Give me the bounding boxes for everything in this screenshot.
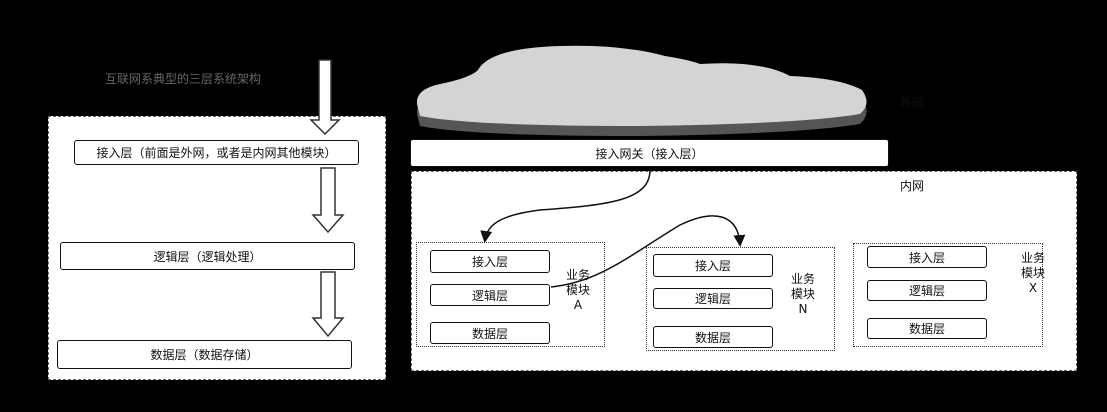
data-layer-box: 数据层（数据存储） xyxy=(57,340,352,369)
module-x-data-layer: 数据层 xyxy=(867,318,987,339)
module-n-label-line3: N xyxy=(798,302,808,316)
module-a-label-line1: 业务 xyxy=(565,268,590,282)
module-n-label-line2: 模块 xyxy=(790,287,815,301)
module-a-data-layer: 数据层 xyxy=(430,322,550,344)
module-x-access-layer: 接入层 xyxy=(867,246,987,268)
module-n-access-layer: 接入层 xyxy=(653,254,773,277)
module-n-data-layer: 数据层 xyxy=(653,326,773,348)
cloud-icon xyxy=(416,45,867,136)
module-a-access-layer: 接入层 xyxy=(430,250,550,273)
module-a-label-line3: A xyxy=(573,298,583,312)
intranet-label: 内网 xyxy=(900,179,925,193)
module-n-logic-layer: 逻辑层 xyxy=(653,288,773,309)
module-a-logic-layer: 逻辑层 xyxy=(430,284,550,306)
module-n-label: 业务 模块 N xyxy=(788,272,818,317)
module-x-label: 业务 模块 X xyxy=(1018,251,1048,296)
access-layer-box: 接入层（前面是外网，或者是内网其他模块） xyxy=(74,140,359,165)
module-a-label: 业务 模块 A xyxy=(563,268,593,313)
module-x-label-line1: 业务 xyxy=(1020,251,1045,265)
module-n-label-line1: 业务 xyxy=(790,272,815,286)
module-a-label-line2: 模块 xyxy=(565,283,590,297)
cloud-label: 外网 xyxy=(900,96,925,110)
module-x-label-line2: 模块 xyxy=(1020,266,1045,280)
module-x-logic-layer: 逻辑层 xyxy=(867,280,987,301)
module-x-label-line3: X xyxy=(1028,281,1038,295)
gateway-box: 接入网关（接入层） xyxy=(410,139,889,167)
logic-layer-box: 逻辑层（逻辑处理） xyxy=(60,242,355,270)
left-title: 互联网系典型的三层系统架构 xyxy=(105,72,262,86)
